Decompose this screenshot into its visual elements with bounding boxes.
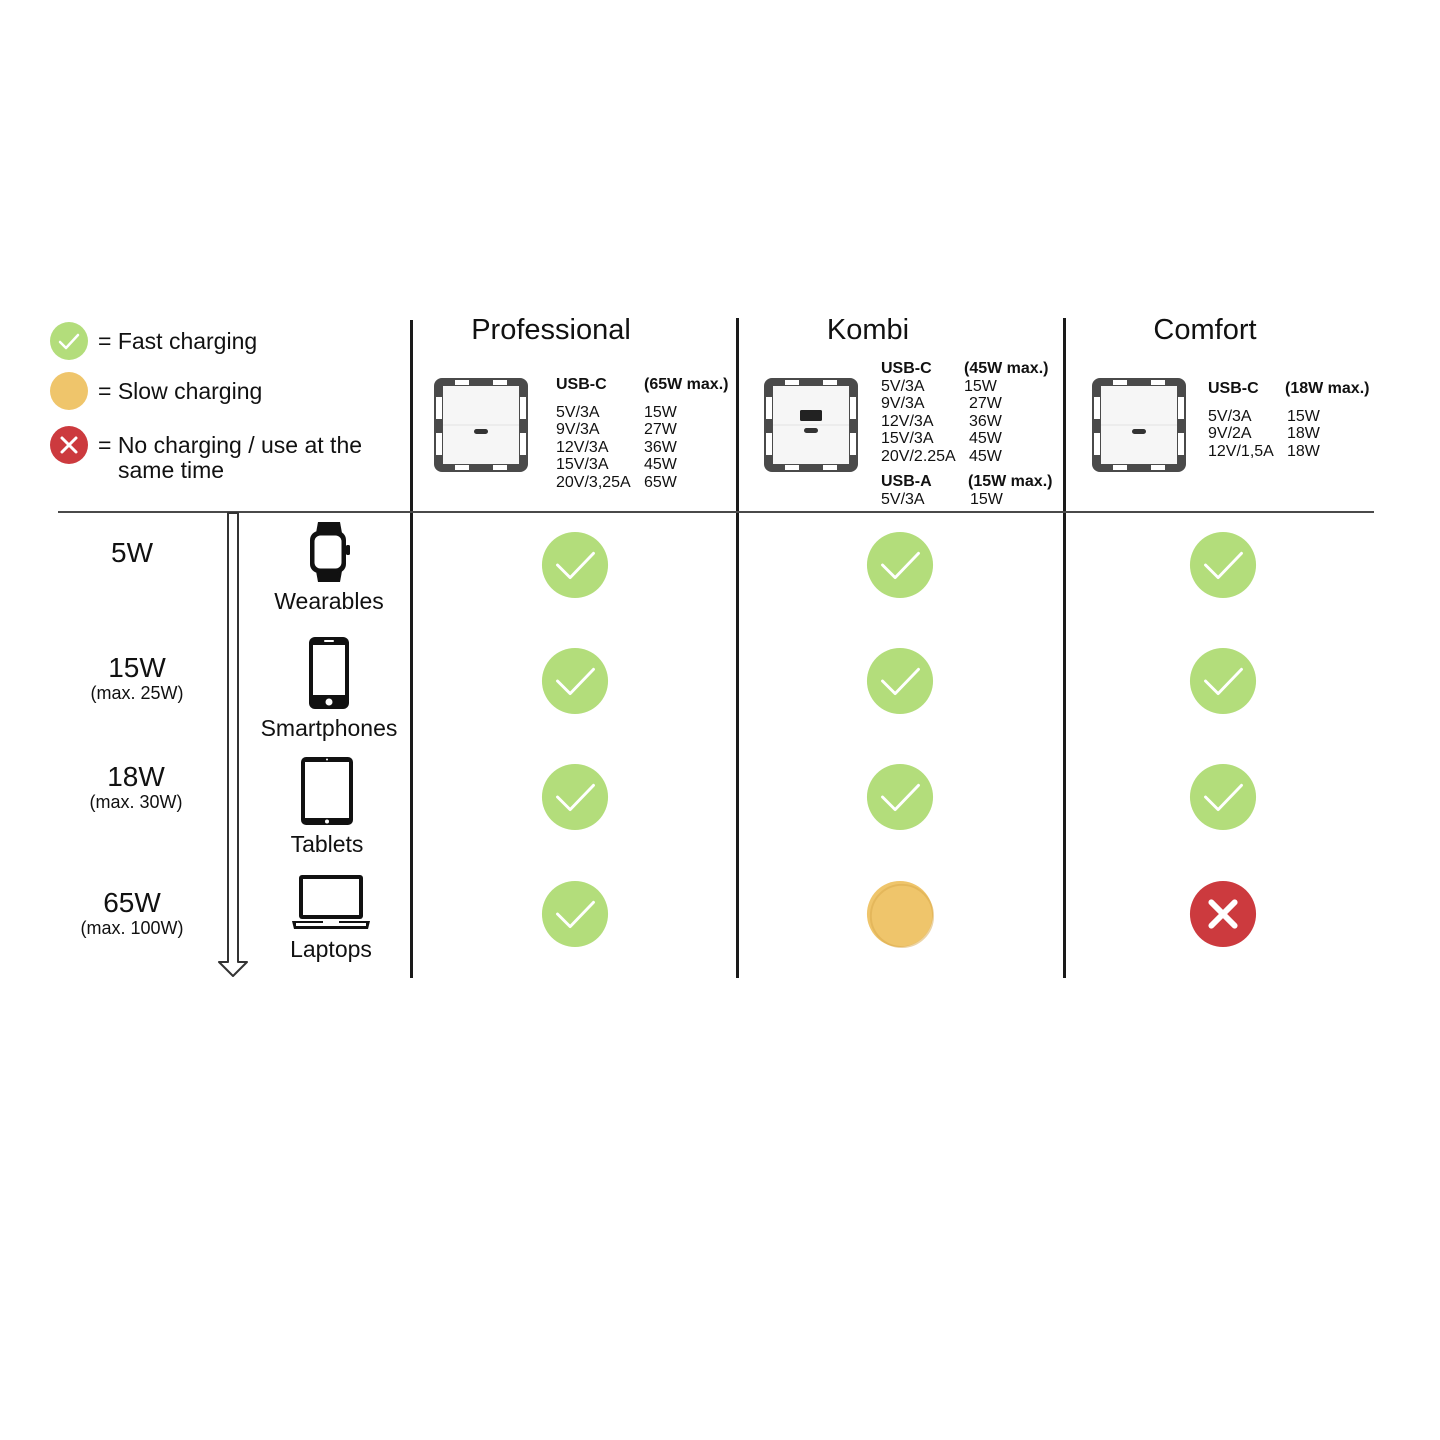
column-title-kombi: Kombi: [826, 314, 910, 346]
spec-voltage: 5V/3A: [881, 490, 925, 508]
fast-charging-check-icon: [541, 763, 609, 831]
smartwatch-icon: [310, 522, 350, 582]
legend-label: = Slow charging: [98, 372, 262, 404]
port-name: USB-C: [556, 376, 607, 393]
spec-kombi-usb-c: USB-C (45W max.) 5V/3A 15W 9V/3A 27W 12V/3A…: [881, 360, 1048, 465]
column-title-professional: Professional: [471, 314, 631, 346]
power-value: 15W: [108, 652, 166, 683]
port-max: (65W max.): [644, 376, 729, 393]
device-tablets: Tablets: [237, 756, 417, 858]
legend-text-none-line2: same time: [118, 457, 225, 483]
spec-voltage: 9V/2A: [1208, 425, 1252, 442]
spec-watt: 36W: [644, 438, 677, 456]
spec-watt: 18W: [1287, 425, 1320, 442]
tablet-icon: [301, 757, 353, 825]
fast-charging-check-icon: [866, 763, 934, 831]
spec-watt: 45W: [644, 456, 677, 473]
spec-watt: 45W: [969, 447, 1002, 465]
legend-label: = No charging / use at the same time: [98, 426, 362, 483]
power-value: 5W: [111, 537, 153, 568]
column-divider: [736, 318, 739, 978]
column-divider: [410, 320, 413, 978]
spec-professional-usb-c: USB-C (65W max.) 5V/3A 15W 9V/3A 27W 12V/3A…: [556, 376, 728, 491]
socket-usb-a-c-icon: [764, 378, 858, 472]
legend-item-none: = No charging / use at the same time: [50, 426, 362, 483]
power-row-4: 65W (max. 100W): [52, 887, 212, 939]
power-row-1: 5W: [52, 538, 212, 568]
down-arrow-icon: [218, 512, 248, 977]
spec-watt: 36W: [969, 412, 1002, 430]
power-max: (max. 100W): [80, 918, 184, 938]
legend-item-slow: = Slow charging: [50, 372, 262, 410]
port-name: USB-C: [881, 360, 932, 377]
port-name: USB-A: [881, 473, 932, 490]
legend-item-fast: = Fast charging: [50, 322, 257, 360]
spec-watt: 27W: [644, 421, 677, 438]
spec-watt: 15W: [644, 403, 677, 421]
spec-voltage: 5V/3A: [1208, 407, 1252, 425]
power-value: 18W: [107, 761, 165, 792]
fast-charging-check-icon: [541, 880, 609, 948]
no-charging-cross-icon: [1189, 880, 1257, 948]
power-value: 65W: [103, 887, 161, 918]
legend-text-fast: = Fast charging: [98, 328, 258, 354]
spec-watt: 45W: [969, 430, 1002, 447]
fast-charging-check-icon: [866, 647, 934, 715]
spec-voltage: 9V/3A: [881, 395, 925, 412]
spec-voltage: 5V/3A: [881, 377, 925, 395]
header-divider: [58, 511, 1374, 513]
spec-voltage: 20V/2.25A: [881, 447, 956, 465]
check-icon: [50, 322, 88, 360]
device-label: Laptops: [290, 936, 372, 962]
spec-voltage: 15V/3A: [556, 456, 609, 473]
fast-charging-check-icon: [541, 647, 609, 715]
spec-voltage: 12V/3A: [881, 412, 934, 430]
fast-charging-check-icon: [541, 531, 609, 599]
spec-voltage: 5V/3A: [556, 403, 600, 421]
device-label: Wearables: [274, 588, 384, 614]
socket-usb-c-icon: [434, 378, 528, 472]
spec-voltage: 12V/3A: [556, 438, 609, 456]
power-row-3: 18W (max. 30W): [56, 761, 216, 813]
power-row-2: 15W (max. 25W): [57, 652, 217, 704]
spec-voltage: 15V/3A: [881, 430, 934, 447]
spec-voltage: 9V/3A: [556, 421, 600, 438]
port-name: USB-C: [1208, 380, 1259, 397]
fast-charging-check-icon: [1189, 763, 1257, 831]
device-wearables: Wearables: [239, 521, 419, 615]
column-divider: [1063, 318, 1066, 978]
port-max: (45W max.): [964, 360, 1049, 377]
smartphone-icon: [309, 637, 349, 709]
device-label: Smartphones: [260, 715, 398, 741]
spec-watt: 18W: [1287, 442, 1320, 460]
spec-watt: 15W: [970, 490, 1003, 508]
port-max: (18W max.): [1285, 380, 1370, 397]
legend-text-none: = No charging / use at the: [98, 432, 363, 458]
legend-text-slow: = Slow charging: [98, 378, 263, 404]
port-max: (15W max.): [968, 473, 1053, 490]
spec-comfort-usb-c: USB-C (18W max.) 5V/3A 15W 9V/2A 18W 12V/1,…: [1208, 380, 1369, 460]
legend-label: = Fast charging: [98, 322, 257, 354]
fast-charging-check-icon: [1189, 531, 1257, 599]
device-laptops: Laptops: [241, 873, 421, 963]
slow-charging-dot-icon: [866, 880, 935, 949]
spec-voltage: 20V/3,25A: [556, 473, 631, 491]
power-max: (max. 30W): [89, 792, 183, 812]
laptop-icon: [292, 875, 370, 929]
slow-dot-icon: [50, 372, 88, 410]
cross-icon: [50, 426, 88, 464]
spec-voltage: 12V/1,5A: [1208, 442, 1274, 460]
column-title-comfort: Comfort: [1153, 314, 1257, 346]
power-max: (max. 25W): [90, 683, 184, 703]
device-label: Tablets: [290, 831, 364, 857]
spec-watt: 27W: [969, 395, 1002, 412]
spec-watt: 15W: [964, 377, 997, 395]
device-smartphones: Smartphones: [239, 636, 419, 742]
fast-charging-check-icon: [1189, 647, 1257, 715]
spec-watt: 65W: [644, 473, 677, 491]
socket-usb-c-icon: [1092, 378, 1186, 472]
spec-kombi-usb-a: USB-A (15W max.) 5V/3A 15W: [881, 473, 1052, 508]
fast-charging-check-icon: [866, 531, 934, 599]
spec-watt: 15W: [1287, 407, 1320, 425]
